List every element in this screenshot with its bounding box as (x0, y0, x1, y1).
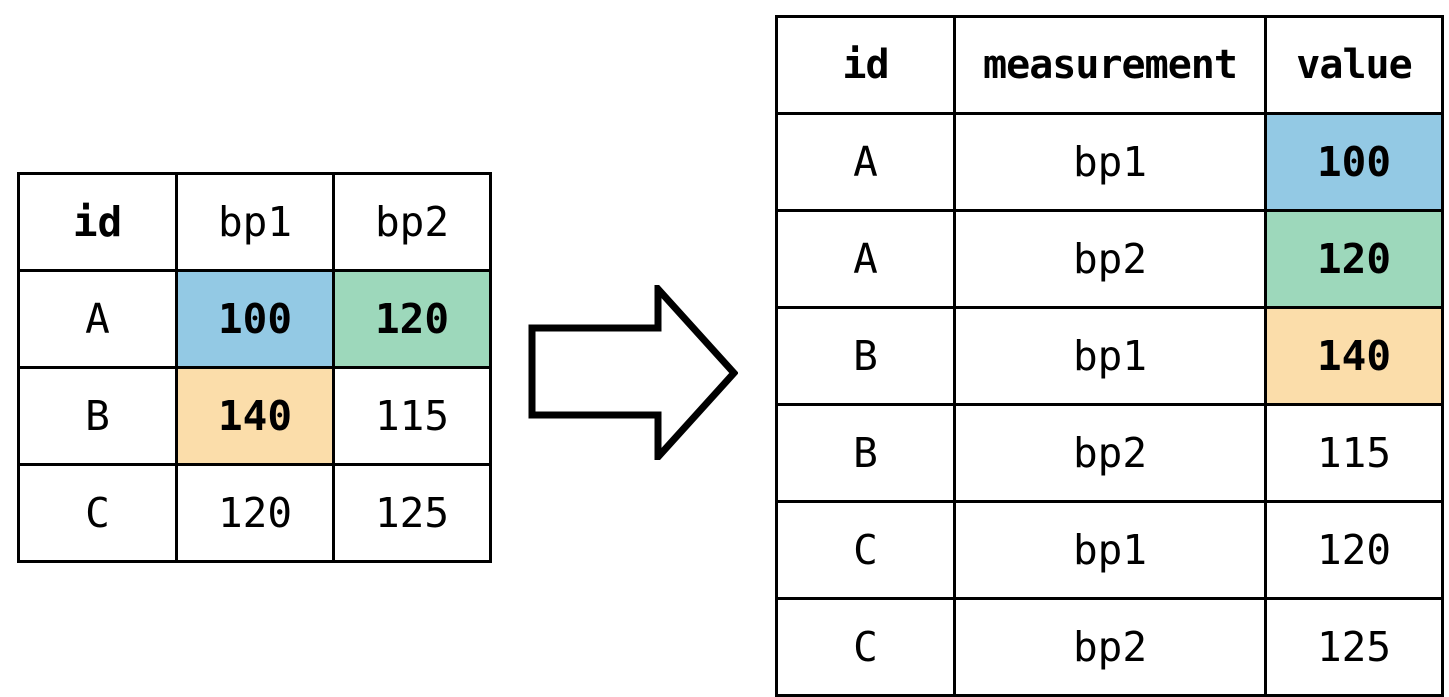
long-cell-meas-1: bp2 (953, 209, 1267, 309)
wide-header-id: id (17, 172, 178, 272)
long-cell-value-2: 140 (1264, 306, 1444, 406)
long-cell-value-5: 125 (1264, 597, 1444, 697)
table-row: B 140 115 (17, 366, 492, 466)
wide-cell-bp2-2: 125 (332, 463, 492, 563)
long-cell-meas-4: bp1 (953, 500, 1267, 600)
long-cell-id-0: A (775, 112, 956, 212)
wide-cell-bp1-0: 100 (175, 269, 335, 369)
table-row: B bp2 115 (775, 403, 1444, 503)
long-cell-meas-2: bp1 (953, 306, 1267, 406)
wide-cell-bp1-2: 120 (175, 463, 335, 563)
table-row: A bp1 100 (775, 112, 1444, 212)
long-cell-meas-0: bp1 (953, 112, 1267, 212)
table-row: C bp1 120 (775, 500, 1444, 600)
long-cell-meas-5: bp2 (953, 597, 1267, 697)
long-header-id: id (775, 15, 956, 115)
table-row: A 100 120 (17, 269, 492, 369)
wide-header-bp2: bp2 (332, 172, 492, 272)
long-header-value: value (1264, 15, 1444, 115)
long-cell-id-2: B (775, 306, 956, 406)
wide-cell-id-1: B (17, 366, 178, 466)
long-cell-id-4: C (775, 500, 956, 600)
long-format-table: id measurement value A bp1 100 A bp2 120… (775, 15, 1444, 697)
table-row: B bp1 140 (775, 306, 1444, 406)
table-header-row: id measurement value (775, 15, 1444, 115)
long-cell-value-1: 120 (1264, 209, 1444, 309)
long-header-measurement: measurement (953, 15, 1267, 115)
long-cell-id-1: A (775, 209, 956, 309)
table-row: C 120 125 (17, 463, 492, 563)
wide-cell-id-0: A (17, 269, 178, 369)
table-header-row: id bp1 bp2 (17, 172, 492, 272)
wide-format-table: id bp1 bp2 A 100 120 B 140 115 C 120 125 (17, 172, 492, 563)
long-cell-value-0: 100 (1264, 112, 1444, 212)
wide-header-bp1: bp1 (175, 172, 335, 272)
table-row: A bp2 120 (775, 209, 1444, 309)
wide-cell-bp2-1: 115 (332, 366, 492, 466)
right-arrow-icon (528, 285, 738, 460)
wide-cell-id-2: C (17, 463, 178, 563)
long-cell-value-4: 120 (1264, 500, 1444, 600)
long-cell-meas-3: bp2 (953, 403, 1267, 503)
wide-cell-bp1-1: 140 (175, 366, 335, 466)
wide-cell-bp2-0: 120 (332, 269, 492, 369)
long-cell-id-3: B (775, 403, 956, 503)
long-cell-value-3: 115 (1264, 403, 1444, 503)
long-cell-id-5: C (775, 597, 956, 697)
table-row: C bp2 125 (775, 597, 1444, 697)
